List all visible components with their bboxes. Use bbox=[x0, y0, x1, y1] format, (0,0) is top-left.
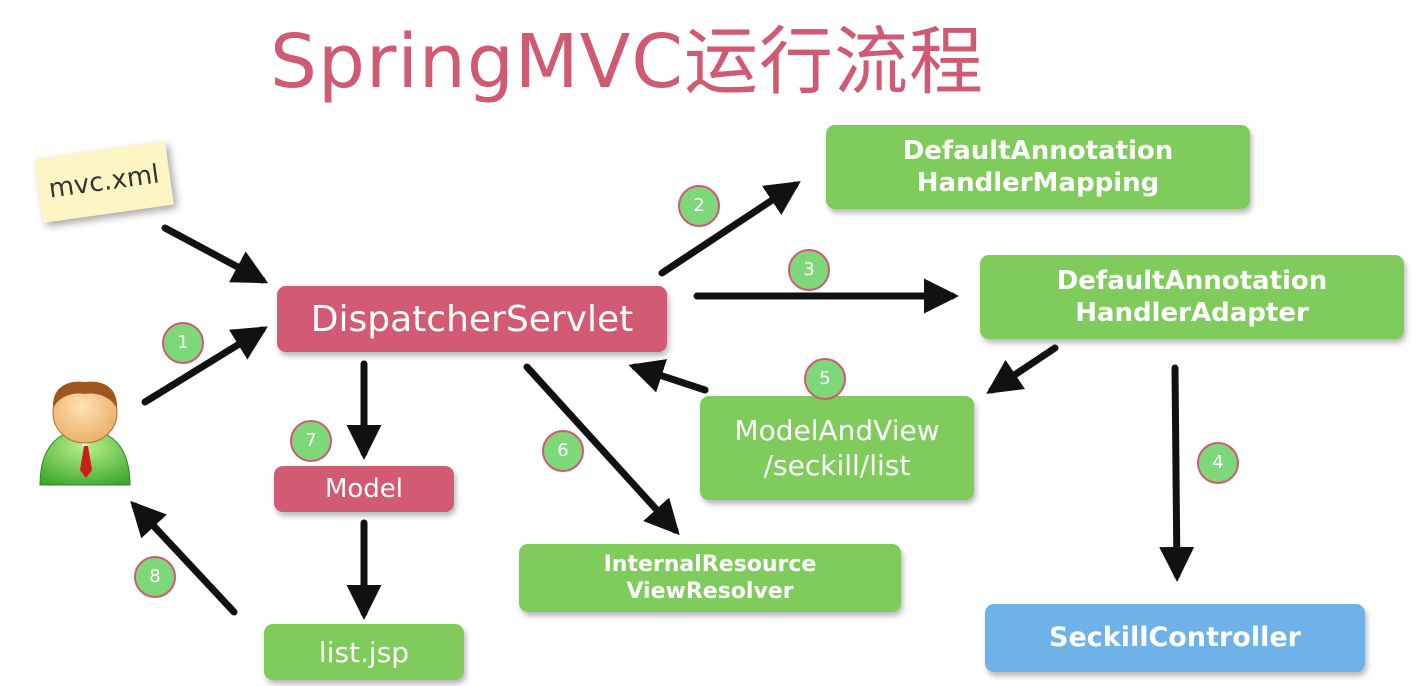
arrow-5b-modelandview-to-dispatcher bbox=[628, 359, 709, 394]
view-resolver-box: InternalResource ViewResolver bbox=[519, 544, 901, 612]
arrow-1-user-to-dispatcher bbox=[141, 326, 268, 406]
model-label: Model bbox=[324, 473, 404, 504]
list-jsp-box: list.jsp bbox=[264, 624, 464, 680]
model-and-view-label-2: /seckill/list bbox=[763, 449, 911, 482]
handler-mapping-box: DefaultAnnotation HandlerMapping bbox=[826, 125, 1250, 209]
arrow-6-dispatcher-to-resolver bbox=[523, 363, 680, 536]
step-badge-6: 6 bbox=[542, 430, 584, 472]
model-and-view-label-1: ModelAndView bbox=[734, 414, 940, 447]
dispatcher-servlet-box: DispatcherServlet bbox=[277, 286, 667, 352]
model-box: Model bbox=[274, 466, 454, 512]
step-badge-1: 1 bbox=[162, 322, 204, 364]
handler-adapter-label-1: DefaultAnnotation bbox=[1056, 265, 1328, 296]
step-badge-8: 8 bbox=[134, 556, 176, 598]
handler-mapping-label-1: DefaultAnnotation bbox=[902, 135, 1174, 166]
arrow-8-listjsp-to-user bbox=[130, 500, 238, 616]
step-badge-2: 2 bbox=[678, 185, 720, 227]
page-title: SpringMVC运行流程 bbox=[270, 19, 984, 105]
dispatcher-servlet-label: DispatcherServlet bbox=[310, 298, 634, 340]
view-resolver-label-1: InternalResource bbox=[603, 551, 817, 577]
step-badge-3: 3 bbox=[788, 249, 830, 291]
arrow-5a-adapter-to-modelandview bbox=[986, 344, 1059, 394]
list-jsp-label: list.jsp bbox=[318, 635, 410, 669]
step-badge-7: 7 bbox=[290, 420, 332, 462]
model-and-view-box: ModelAndView /seckill/list bbox=[700, 396, 974, 500]
step-badge-5: 5 bbox=[804, 358, 846, 400]
arrow-mvcxml-to-dispatcher bbox=[161, 224, 269, 284]
seckill-controller-box: SeckillController bbox=[985, 604, 1365, 672]
view-resolver-label-2: ViewResolver bbox=[626, 579, 794, 604]
handler-mapping-label-2: HandlerMapping bbox=[916, 168, 1160, 198]
arrow-2-dispatcher-to-mapping bbox=[658, 181, 801, 277]
step-badge-4: 4 bbox=[1197, 442, 1239, 484]
arrow-4-adapter-to-controller bbox=[1159, 364, 1195, 582]
seckill-controller-label: SeckillController bbox=[1049, 622, 1301, 654]
handler-adapter-box: DefaultAnnotation HandlerAdapter bbox=[980, 255, 1404, 339]
handler-adapter-label-2: HandlerAdapter bbox=[1075, 298, 1309, 328]
